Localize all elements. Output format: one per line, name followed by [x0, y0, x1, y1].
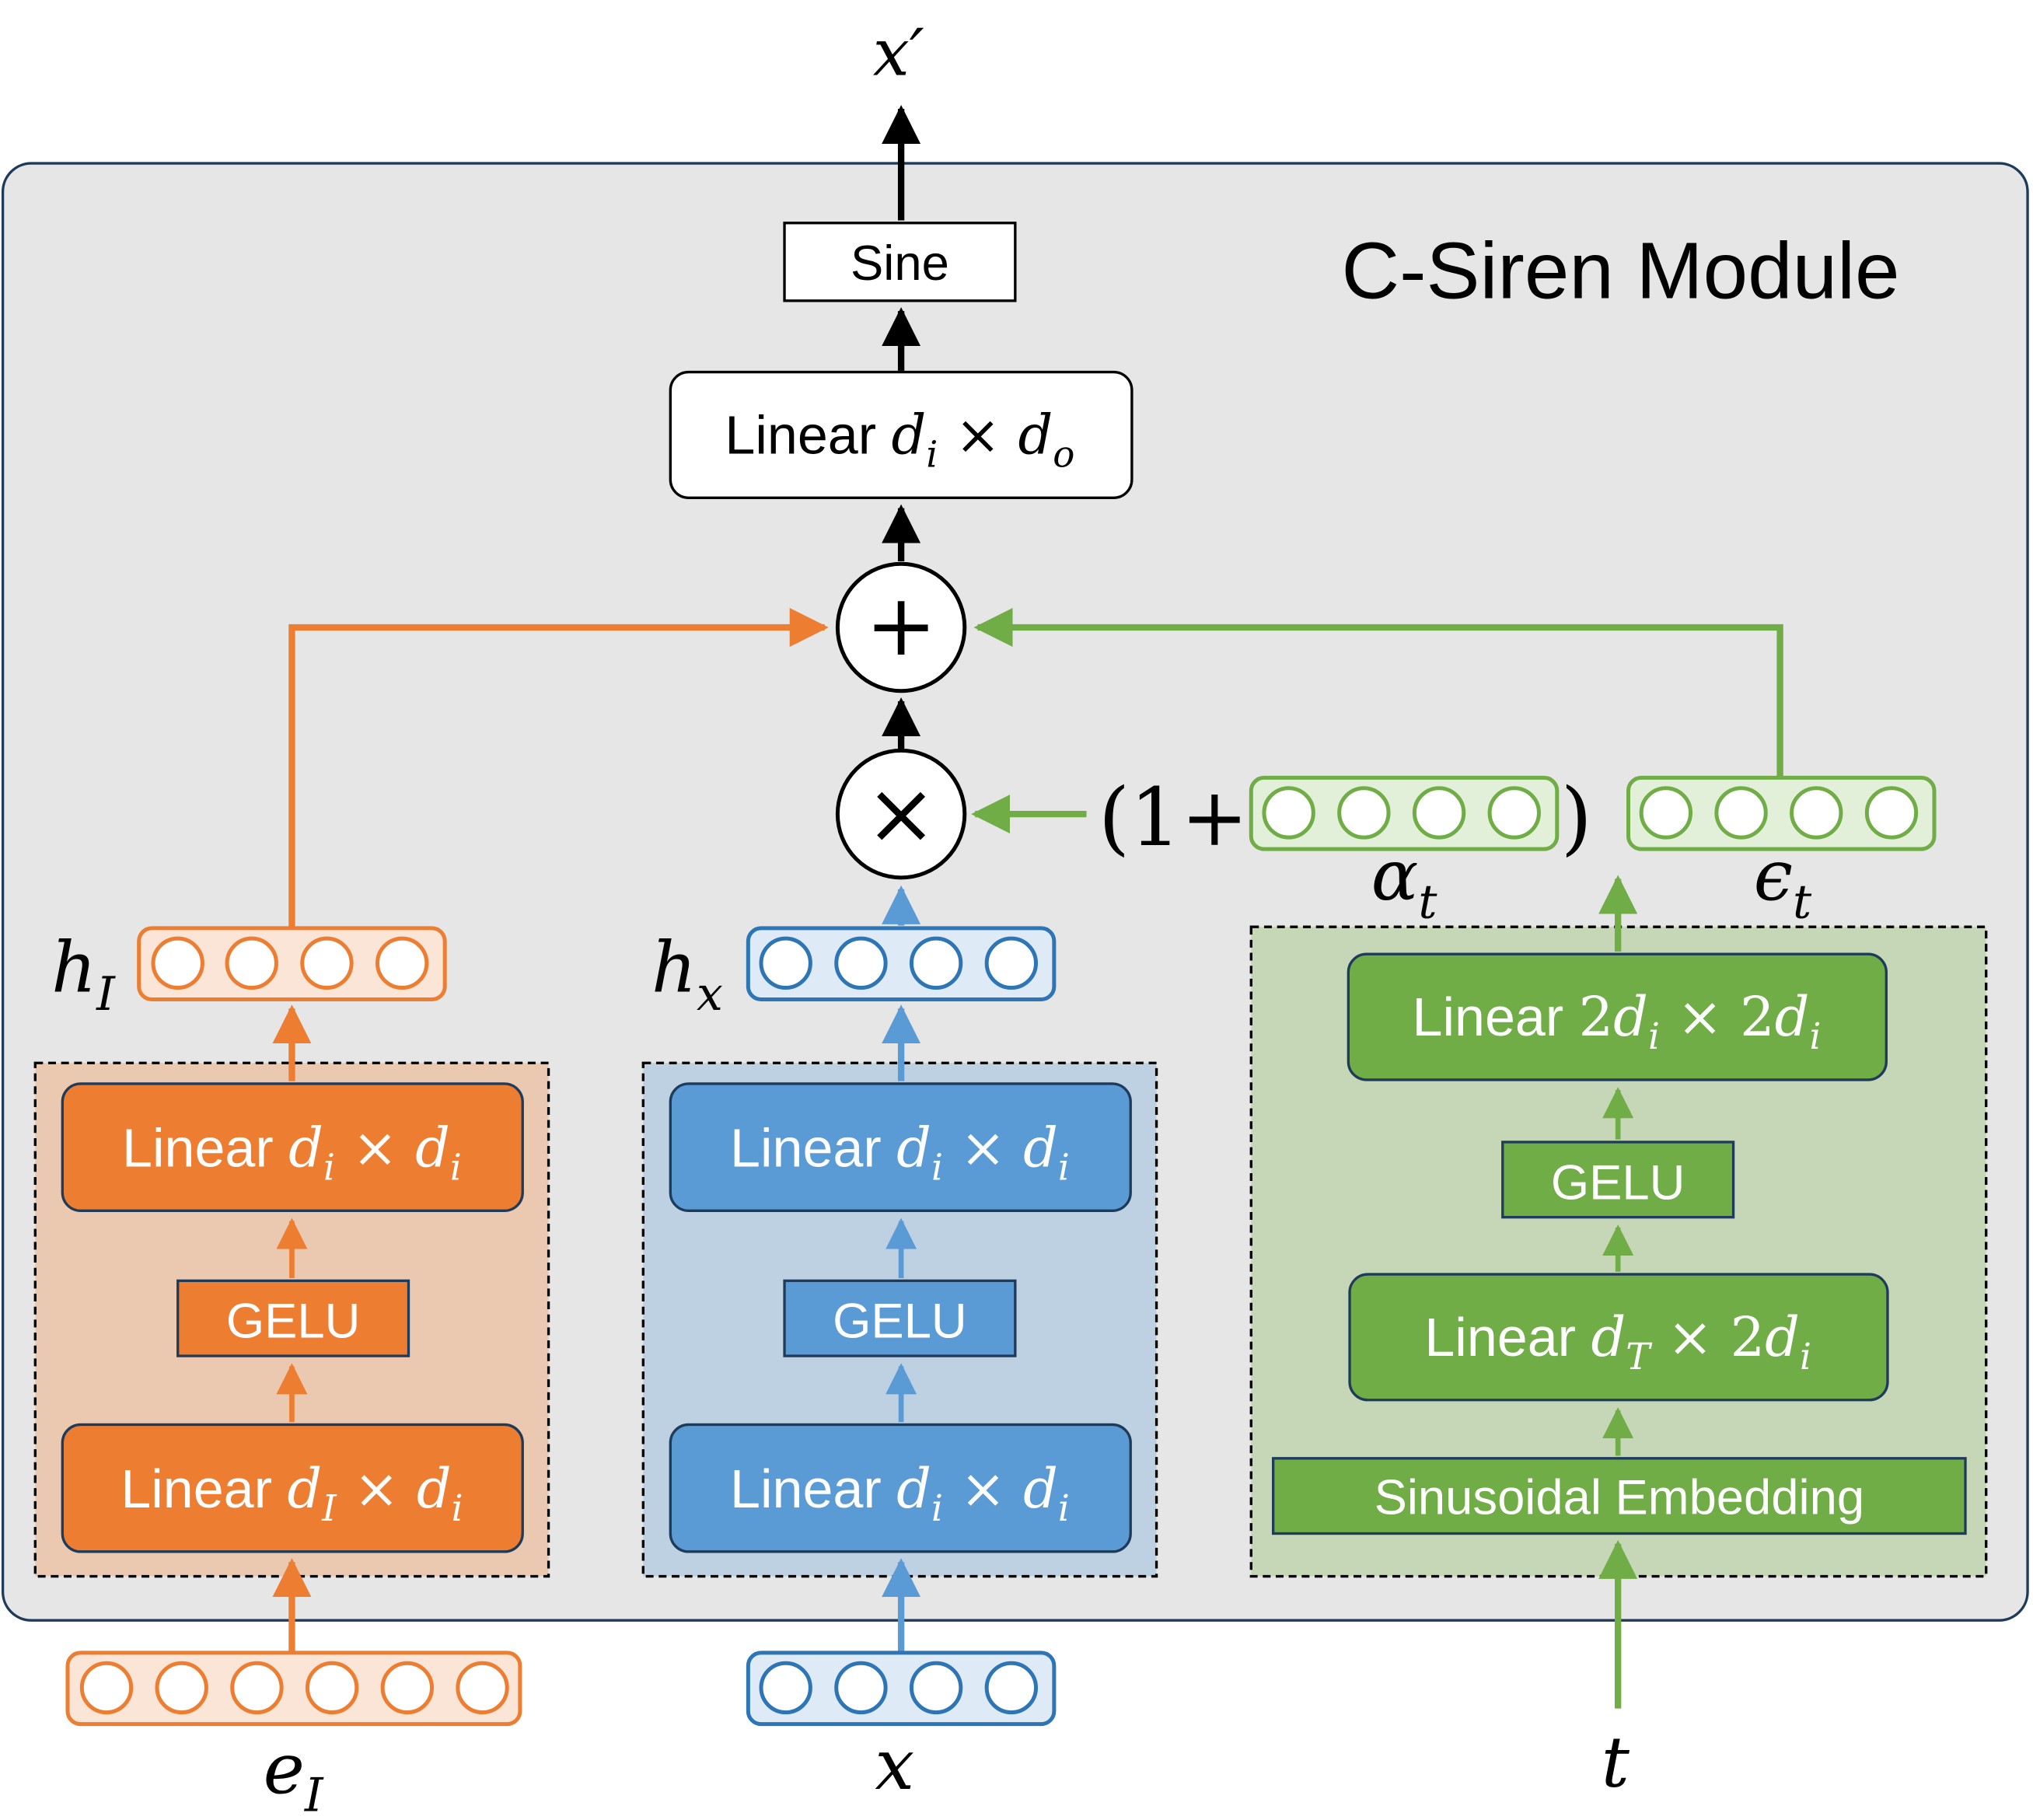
middle-linear-top-box [669, 1082, 1132, 1212]
middle-gelu-box [783, 1279, 1017, 1357]
right-embedding-label: Sinusoidal Embedding [1375, 1470, 1865, 1525]
hidden-label-left: hI [51, 927, 116, 1022]
module-title: C-Siren Module [1341, 225, 1899, 315]
epsilon-vector [1626, 775, 1937, 851]
output-linear-box [669, 370, 1134, 499]
right-linear-mid-box [1348, 1273, 1889, 1402]
middle-linear-top-label: Linear di × di [730, 1116, 1070, 1189]
middle-linear-bottom-label: Linear di × di [730, 1457, 1070, 1530]
epsilon-label: ϵt [1754, 835, 1812, 929]
mul-op-circle [835, 748, 967, 880]
middle-gelu-label: GELU [833, 1294, 967, 1349]
alpha-label: αt [1371, 835, 1438, 929]
left-linear-bottom-box [61, 1423, 524, 1553]
paren-open: (1+ [1099, 771, 1249, 865]
mul-op-symbol: × [865, 763, 937, 863]
sine-label: Sine [851, 236, 949, 291]
left-linear-top-label: Linear di × di [122, 1116, 462, 1189]
middle-linear-bottom-box [669, 1423, 1132, 1553]
right-linear-mid-label: Linear dT × 2di [1424, 1305, 1811, 1378]
right-gelu-box [1501, 1141, 1735, 1219]
alpha-vector [1249, 775, 1560, 851]
output-label: x′ [873, 16, 924, 91]
hidden-label-middle: hx [651, 927, 723, 1022]
input-vector-middle [746, 1651, 1057, 1727]
hidden-vector-left [137, 926, 447, 1002]
left-path-to-add [288, 608, 829, 928]
add-op-symbol: + [865, 575, 937, 675]
left-linear-bottom-label: Linear dI × di [121, 1457, 463, 1530]
output-linear-label: Linear di × do [725, 403, 1074, 477]
add-op-circle [835, 561, 967, 693]
right-linear-top-label: Linear 2di × 2di [1413, 985, 1822, 1058]
input-vector-left [65, 1651, 522, 1727]
input-label-right: t [1602, 1722, 1630, 1804]
sine-box [783, 222, 1017, 302]
input-label-left: eI [264, 1728, 324, 1820]
left-linear-top-box [61, 1082, 524, 1212]
left-gelu-box [176, 1279, 410, 1357]
left-gelu-label: GELU [226, 1294, 361, 1349]
input-label-middle: x [875, 1724, 914, 1806]
right-path-eps-to-add [973, 608, 1783, 778]
right-linear-top-box [1347, 952, 1888, 1081]
right-gelu-label: GELU [1551, 1155, 1685, 1210]
right-embedding-box [1271, 1457, 1967, 1535]
hidden-vector-middle [746, 926, 1057, 1002]
paren-close: ) [1561, 771, 1592, 865]
